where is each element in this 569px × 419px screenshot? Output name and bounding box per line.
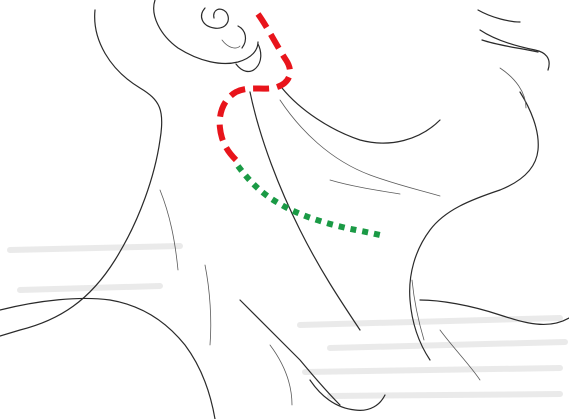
- upper-lip: [478, 10, 520, 22]
- shoulder-contour: [0, 298, 215, 419]
- ear-helix: [154, 0, 258, 63]
- lower-lip: [480, 30, 549, 70]
- anterior-neck-contour: [410, 190, 500, 360]
- ear-antihelix: [202, 8, 229, 28]
- clavicle-left: [240, 300, 340, 405]
- jawline: [282, 88, 440, 143]
- ear-tragus: [238, 26, 245, 48]
- mouth-line: [482, 40, 538, 52]
- incision-line-green-dotted: [238, 166, 384, 236]
- sternocleidomastoid-ridge: [250, 92, 360, 330]
- chin-contour: [500, 92, 538, 190]
- page-bleed-through: [10, 246, 565, 396]
- incision-line-red-dashed: [220, 14, 290, 160]
